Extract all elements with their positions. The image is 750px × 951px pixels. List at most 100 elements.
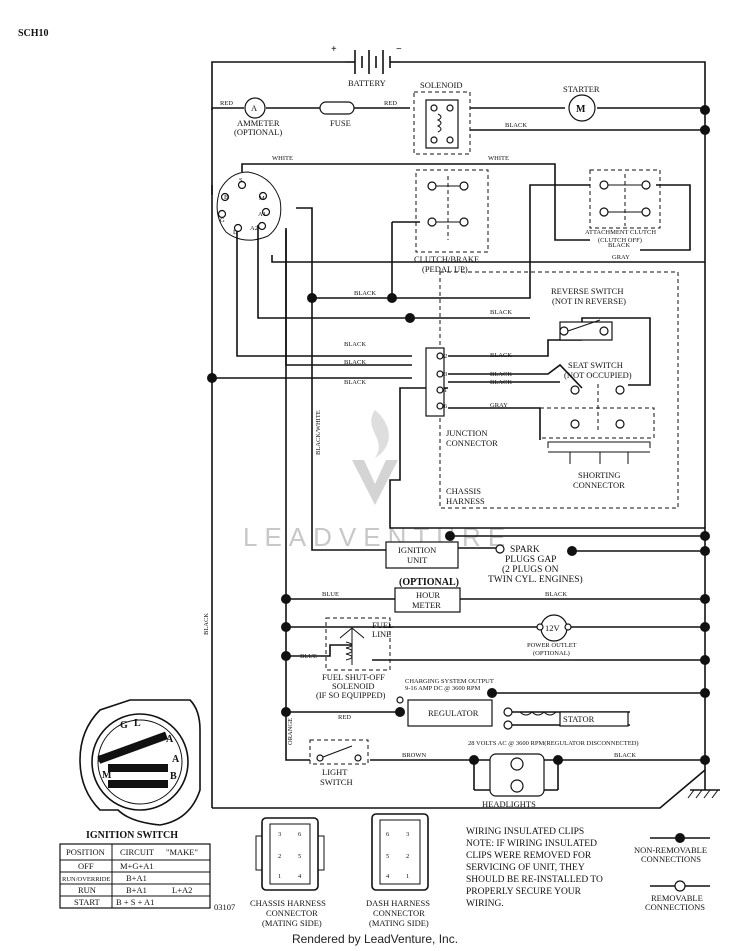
term-a1: A1: [258, 211, 266, 218]
table-row-0-circuit: M+G+A1: [120, 861, 154, 871]
spark-label-4: TWIN CYL. ENGINES): [488, 574, 583, 585]
ammeter-label: AMMETER: [237, 118, 280, 128]
svg-text:A: A: [166, 734, 174, 745]
junction-pin-6: 6: [444, 403, 448, 410]
ignition-switch-diagram: G L A A S M B IGNITION SWITCH: [79, 699, 201, 841]
wiring-note: WIRING INSULATED CLIPS NOTE: IF WIRING I…: [466, 827, 603, 909]
wire-black-11: BLACK: [545, 591, 567, 598]
ammeter-symbol: A: [251, 103, 258, 113]
dash-harness-connector: 6 3 5 2 4 1 DASH HARNESS CONNECTOR (MATI…: [366, 813, 430, 928]
power-outlet: 12V POWER OUTLET (OPTIONAL): [527, 614, 577, 657]
table-row-3-circuit: B + S + A1: [116, 897, 154, 907]
table-header-make: "MAKE": [166, 847, 198, 857]
svg-text:1: 1: [406, 873, 409, 880]
clutch-brake-state: (PEDAL UP): [422, 264, 468, 274]
battery-negative: −: [396, 44, 402, 55]
fuel-line-label-2: LINE: [372, 629, 391, 639]
wire-black-white: BLACK/WHITE: [315, 410, 322, 455]
ignition-switch-terminals: B S M G L A1 A2: [216, 171, 282, 241]
wire-blue-2: BLUE: [300, 653, 317, 660]
wire-black-2: BLACK: [608, 242, 630, 249]
svg-text:4: 4: [298, 873, 302, 880]
wire-black-13: BLACK: [203, 613, 210, 635]
svg-text:G: G: [120, 720, 128, 731]
wire-black-4: BLACK: [490, 309, 512, 316]
ignition-unit: IGNITION UNIT SPARK PLUGS GAP (2 PLUGS O…: [385, 541, 583, 585]
wire-black-9: BLACK: [490, 371, 512, 378]
wire-gray-1: GRAY: [612, 254, 630, 261]
chassis-label-1: CHASSIS: [446, 486, 481, 496]
battery-label: BATTERY: [348, 78, 386, 88]
light-switch: LIGHT SWITCH: [309, 739, 369, 787]
headlights-label: HEADLIGHTS: [482, 799, 536, 809]
chassis-connector-label-2: CONNECTOR: [266, 908, 318, 918]
table-row-0-pos: OFF: [78, 861, 94, 871]
attachment-clutch-state: (CLUTCH OFF): [598, 237, 642, 244]
chassis-label-2: HARNESS: [446, 496, 485, 506]
svg-text:B: B: [170, 771, 177, 782]
fuel-sol-label-2: SOLENOID: [332, 681, 375, 691]
table-header-position: POSITION: [66, 847, 105, 857]
svg-text:A: A: [172, 754, 180, 765]
wire-gray-2: GRAY: [490, 402, 508, 409]
power-outlet-symbol: 12V: [545, 623, 561, 633]
legend: NON-REMOVABLE CONNECTIONS REMOVABLE CONN…: [634, 833, 710, 912]
stator-note: 28 VOLTS AC @ 3600 RPM(REGULATOR DISCONN…: [468, 740, 639, 747]
seat-switch-label: SEAT SWITCH: [568, 360, 623, 370]
fuel-sol-label-1: FUEL SHUT-OFF: [322, 672, 385, 682]
term-b: B: [224, 194, 229, 201]
spark-label-1: SPARK: [510, 545, 540, 555]
regulator: REGULATOR CHARGING SYSTEM OUTPUT 9-16 AM…: [405, 678, 639, 747]
charging-label-1: CHARGING SYSTEM OUTPUT: [405, 678, 494, 685]
fuel-solenoid: FUEL LINE FUEL SHUT-OFF SOLENOID (IF SO …: [316, 617, 393, 700]
battery: + − BATTERY: [331, 44, 402, 88]
junction-pin-3: 3: [444, 371, 447, 378]
term-l: L: [233, 229, 237, 236]
fuel-line-label-1: FUEL: [372, 620, 393, 630]
svg-text:PROPERLY SECURE YOUR: PROPERLY SECURE YOUR: [466, 887, 582, 897]
wire-black-10: BLACK: [490, 379, 512, 386]
wire-black-1: BLACK: [505, 122, 527, 129]
legend-removable-1: REMOVABLE: [651, 893, 703, 903]
ignition-switch-table: POSITION CIRCUIT "MAKE" OFF M+G+A1 RUN/O…: [59, 843, 235, 912]
hour-meter-label-2: METER: [412, 600, 441, 610]
starter-symbol: M: [576, 104, 586, 115]
svg-text:NOTE: IF WIRING INSULATED: NOTE: IF WIRING INSULATED: [466, 839, 597, 849]
wire-red-3: RED: [338, 714, 351, 721]
table-row-1-pos: RUN/OVERRIDE: [62, 876, 110, 883]
svg-text:6: 6: [386, 831, 390, 838]
legend-non-removable-1: NON-REMOVABLE: [634, 845, 707, 855]
clutch-brake-switch: CLUTCH/BRAKE (PEDAL UP): [414, 169, 489, 274]
ignition-unit-label-1: IGNITION: [398, 545, 436, 555]
wire-labels: RED RED BLACK WHITE WHITE BLACK GRAY BLA…: [203, 100, 636, 759]
svg-text:2: 2: [278, 853, 281, 860]
svg-text:4: 4: [386, 873, 390, 880]
clips-title: WIRING INSULATED CLIPS: [466, 827, 584, 837]
table-row-2-circuit: B+A1: [126, 885, 147, 895]
svg-text:6: 6: [298, 831, 302, 838]
power-outlet-optional: (OPTIONAL): [533, 650, 570, 657]
svg-text:3: 3: [406, 831, 409, 838]
power-outlet-label: POWER OUTLET: [527, 642, 577, 649]
stator-label: STATOR: [563, 714, 595, 724]
svg-text:WIRING.: WIRING.: [466, 899, 504, 909]
spark-label-2: PLUGS GAP: [505, 555, 556, 565]
dash-connector-label-3: (MATING SIDE): [369, 918, 429, 928]
svg-text:SERVICING OF UNIT, THEY: SERVICING OF UNIT, THEY: [466, 863, 585, 873]
clutch-brake-label: CLUTCH/BRAKE: [414, 254, 479, 264]
term-a2: A2: [250, 225, 258, 232]
ammeter: A AMMETER (OPTIONAL): [234, 97, 282, 137]
shorting-label-1: SHORTING: [578, 470, 620, 480]
svg-text:5: 5: [386, 853, 389, 860]
light-switch-label-2: SWITCH: [320, 777, 353, 787]
hour-meter-label-1: HOUR: [416, 590, 440, 600]
spark-label-3: (2 PLUGS ON: [502, 564, 559, 575]
svg-text:3: 3: [278, 831, 281, 838]
shorting-label-2: CONNECTOR: [573, 480, 625, 490]
wire-black-7: BLACK: [344, 379, 366, 386]
wire-black-6: BLACK: [344, 359, 366, 366]
sheet-id: SCH10: [18, 28, 49, 39]
term-s: S: [239, 177, 243, 184]
legend-removable-2: CONNECTIONS: [645, 902, 705, 912]
regulator-label: REGULATOR: [428, 708, 479, 718]
